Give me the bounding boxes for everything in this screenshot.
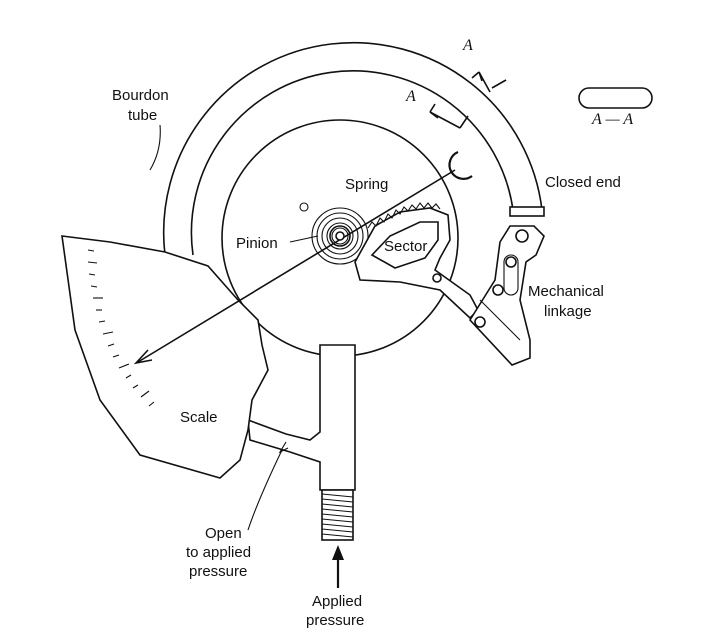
pressure-stem bbox=[247, 344, 356, 541]
label-applied: Applied bbox=[312, 593, 362, 610]
label-open: Open bbox=[205, 525, 242, 542]
label-bourdon: Bourdon bbox=[112, 87, 169, 104]
label-mechanical: Mechanical bbox=[528, 283, 604, 300]
scale-dial bbox=[61, 235, 269, 479]
applied-pressure-arrow bbox=[332, 545, 344, 588]
pinion-gear bbox=[329, 225, 351, 247]
hairspring bbox=[299, 202, 369, 265]
label-spring: Spring bbox=[345, 176, 388, 193]
section-caption: A — A bbox=[591, 111, 633, 128]
mechanical-linkage bbox=[468, 225, 545, 366]
label-closed-end: Closed end bbox=[545, 174, 621, 191]
section-label-lower: A bbox=[405, 88, 416, 105]
bourdon-tube bbox=[162, 41, 545, 256]
label-to-applied: to applied bbox=[186, 544, 251, 561]
section-markers bbox=[429, 71, 507, 129]
section-label-upper: A bbox=[462, 37, 473, 54]
label-scale: Scale bbox=[180, 409, 218, 426]
label-tube: tube bbox=[128, 107, 157, 124]
label-linkage: linkage bbox=[544, 303, 592, 320]
pointer-hook bbox=[448, 150, 473, 180]
label-sector: Sector bbox=[384, 238, 427, 255]
label-applied-pressure: pressure bbox=[306, 612, 364, 629]
label-open-pressure: pressure bbox=[189, 563, 247, 580]
label-pinion: Pinion bbox=[236, 235, 278, 252]
section-oval bbox=[578, 87, 653, 109]
sector-gear bbox=[354, 202, 479, 320]
pointer bbox=[133, 169, 456, 365]
leader-lines bbox=[149, 124, 319, 531]
